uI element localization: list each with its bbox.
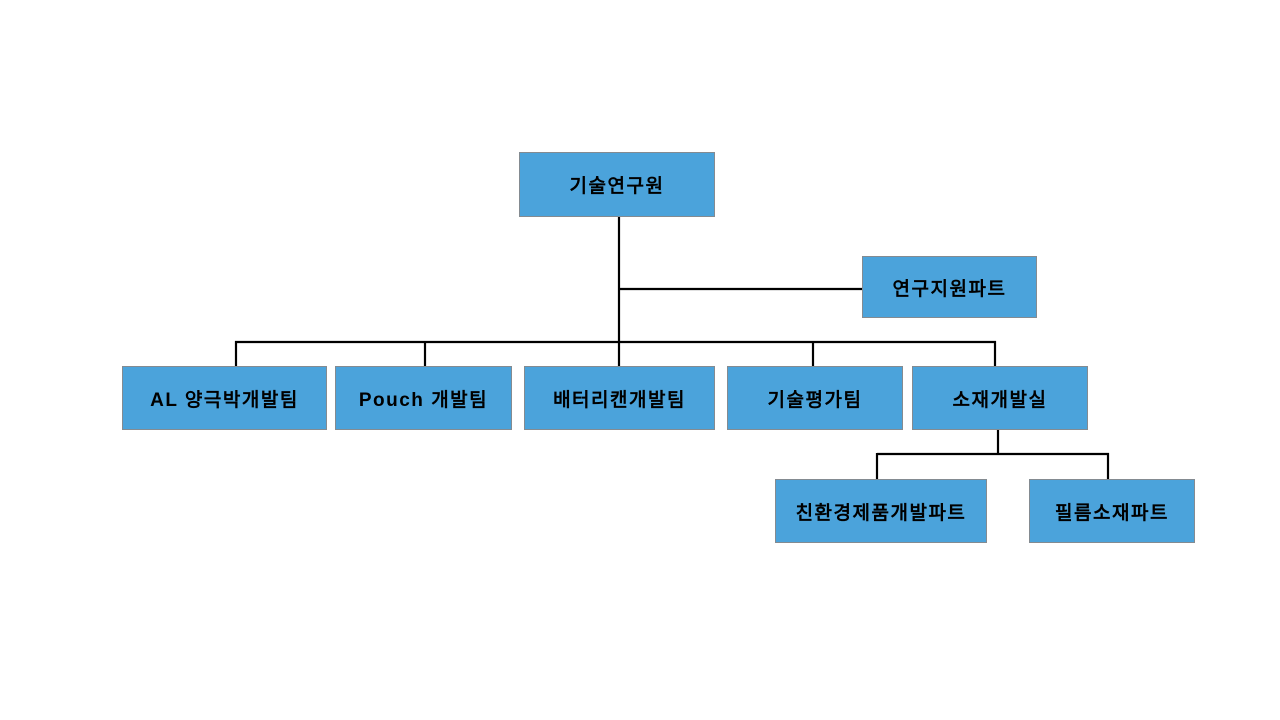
- node-battery-can-dev-team: 배터리캔개발팀: [524, 366, 715, 430]
- node-material-dev-office: 소재개발실: [912, 366, 1088, 430]
- node-eco-product-dev-part: 친환경제품개발파트: [775, 479, 987, 543]
- node-pouch-dev-team: Pouch 개발팀: [335, 366, 512, 430]
- node-label: AL 양극박개발팀: [150, 389, 299, 411]
- node-label: 기술연구원: [569, 176, 665, 197]
- node-label: 소재개발실: [952, 389, 1048, 411]
- node-al-cathode-foil-team: AL 양극박개발팀: [122, 366, 327, 430]
- node-label: 필름소재파트: [1055, 502, 1169, 524]
- node-label: 배터리캔개발팀: [553, 389, 686, 411]
- node-tech-evaluation-team: 기술평가팀: [727, 366, 903, 430]
- node-label: Pouch 개발팀: [358, 389, 489, 411]
- node-tech-research-institute: 기술연구원: [519, 152, 715, 217]
- node-label: 기술평가팀: [767, 389, 863, 411]
- node-label: 연구지원파트: [892, 278, 1007, 300]
- node-research-support-part: 연구지원파트: [862, 256, 1037, 318]
- node-label: 친환경제품개발파트: [795, 502, 967, 524]
- node-film-material-part: 필름소재파트: [1029, 479, 1195, 543]
